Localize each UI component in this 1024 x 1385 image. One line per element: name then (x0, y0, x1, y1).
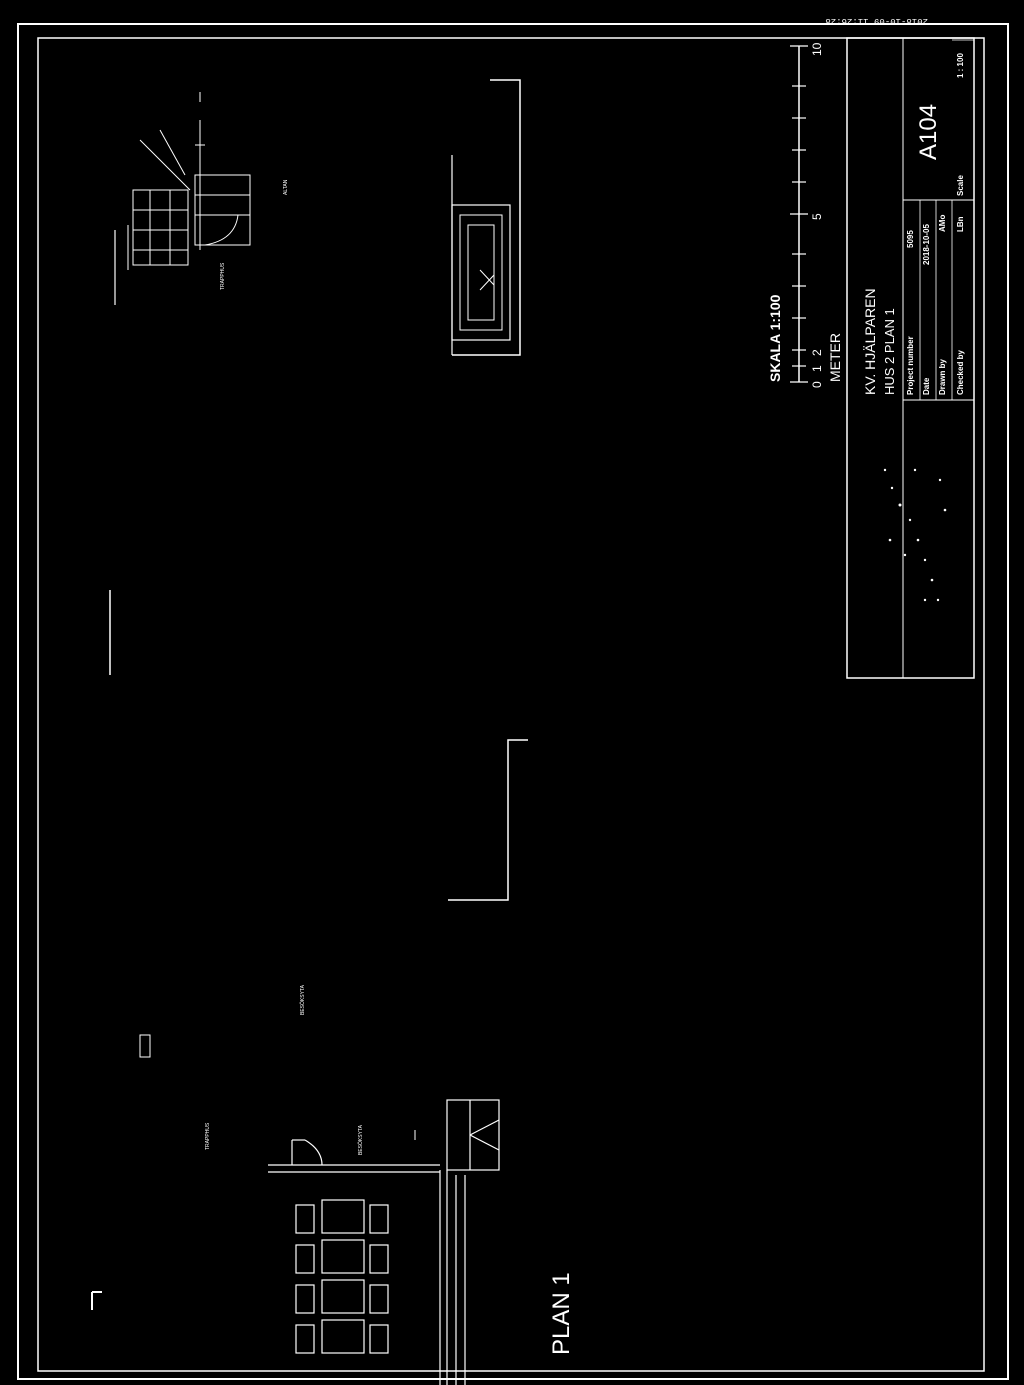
building-wall-upper (452, 79, 521, 356)
field-value-date: 2018-10-05 (922, 224, 931, 265)
field-value-drawn-by: AMo (938, 214, 947, 232)
title-block-frame (846, 37, 975, 679)
stair-box-lower (439, 1099, 500, 1385)
scale-bar-unit: METER (827, 333, 843, 382)
staircase-upper (132, 92, 251, 266)
stair-box-upper (451, 204, 511, 341)
scale-bar-title: SKALA 1:100 (767, 294, 783, 382)
scale-tick-10: 10 (810, 42, 824, 56)
room-label-besoksyta-b: BESÖKSYTA (358, 1125, 364, 1155)
field-value-scale: 1 : 100 (956, 53, 965, 78)
field-label-drawn-by: Drawn by (938, 358, 947, 395)
scale-tick-5: 5 (810, 213, 824, 220)
field-label-checked-by: Checked by (956, 350, 965, 395)
building-wall-lower (448, 739, 528, 901)
door-wall-lower (268, 1139, 440, 1173)
drawing-title: PLAN 1 (548, 1272, 575, 1355)
room-label-altan: ALTAN (283, 179, 289, 195)
project-name: KV. HJÄLPAREN (862, 288, 878, 395)
inner-border (37, 37, 985, 1372)
field-label-date: Date (922, 377, 931, 395)
outer-border (17, 23, 1009, 1380)
field-label-scale: Scale (956, 175, 965, 196)
sheet-title: HUS 2 PLAN 1 (882, 308, 897, 395)
room-label-trapphus-bottom: TRAPPHUS (205, 1122, 211, 1150)
scale-tick-1: 1 (810, 365, 824, 372)
room-label-besoksyta-a: BESÖKSYTA (300, 985, 306, 1015)
field-value-checked-by: LBn (956, 216, 965, 232)
field-value-project-number: 5095 (906, 230, 915, 248)
seating-group (295, 1199, 389, 1354)
scale-tick-0: 0 (810, 381, 824, 388)
room-label-trapphus-top: TRAPPHUS (220, 262, 226, 290)
scale-bar-ticks (790, 45, 808, 383)
field-label-project-number: Project number (906, 336, 915, 395)
print-timestamp: 2018-10-09 11:26:28 (825, 16, 928, 26)
scale-tick-2: 2 (810, 349, 824, 356)
site-sketch (883, 468, 947, 602)
sheet-number: A104 (915, 103, 942, 160)
